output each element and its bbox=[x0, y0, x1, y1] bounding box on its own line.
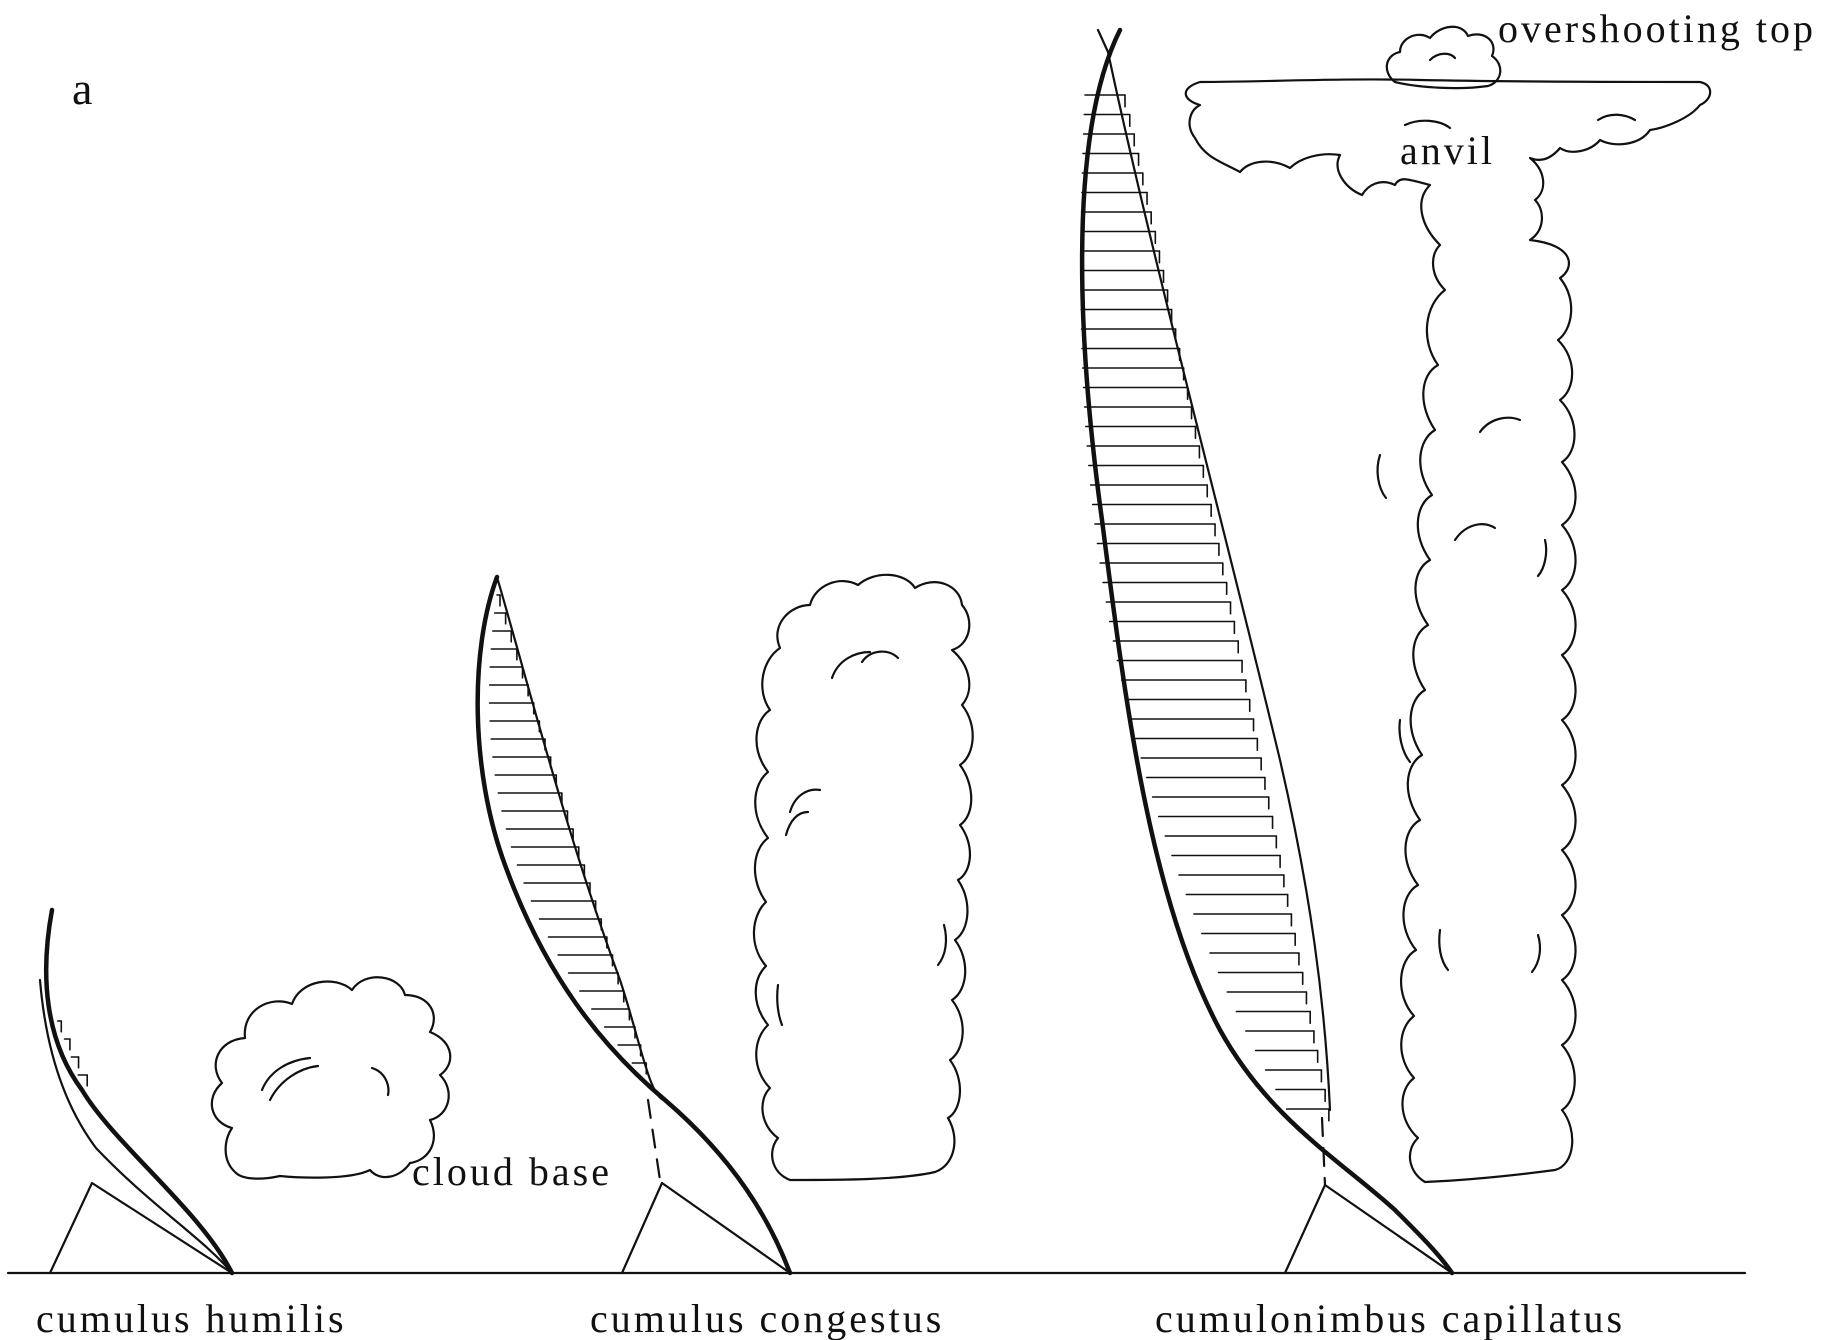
panel-label: a bbox=[72, 63, 95, 114]
label-cloud-base: cloud base bbox=[412, 1149, 612, 1194]
label-cumulus-humilis: cumulus humilis bbox=[36, 1296, 347, 1340]
cloud-cumulonimbus bbox=[1186, 27, 1710, 1182]
profile-cumulonimbus bbox=[1081, 30, 1452, 1273]
label-cumulonimbus-capillatus: cumulonimbus capillatus bbox=[1155, 1296, 1625, 1340]
label-anvil: anvil bbox=[1400, 128, 1495, 173]
profile-humilis bbox=[40, 910, 232, 1273]
label-cumulus-congestus: cumulus congestus bbox=[590, 1296, 944, 1340]
cloud-congestus bbox=[754, 575, 973, 1180]
label-overshooting-top: overshooting top bbox=[1498, 6, 1816, 51]
